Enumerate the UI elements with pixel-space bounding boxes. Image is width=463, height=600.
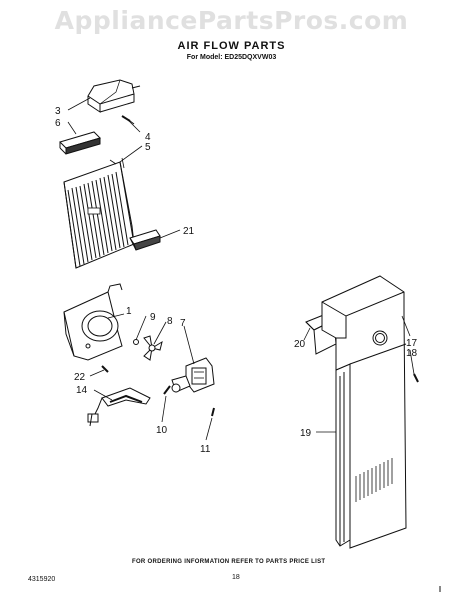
screw-part-18	[413, 373, 419, 383]
callout-10: 10	[156, 425, 168, 436]
wire-harness	[87, 387, 151, 427]
model-subtitle: For Model: ED25DQXVW03	[186, 54, 277, 61]
ordering-note: FOR ORDERING INFORMATION REFER TO PARTS …	[132, 559, 326, 565]
air-duct-housing	[87, 79, 141, 113]
screw-part-10	[163, 385, 171, 395]
fan-motor	[171, 357, 215, 393]
part-number: 4315920	[28, 576, 56, 583]
callout-4: 4	[145, 132, 151, 143]
screw-part-11	[211, 407, 215, 417]
callout-6: 6	[55, 118, 61, 129]
callout-9: 9	[150, 312, 156, 323]
callout-20: 20	[294, 339, 306, 350]
callout-3: 3	[55, 106, 61, 117]
page-title: AIR FLOW PARTS	[177, 40, 286, 52]
callout-17: 17	[406, 338, 418, 349]
callout-1: 1	[126, 306, 132, 317]
vent-grille	[59, 131, 101, 155]
fan-shroud	[63, 283, 123, 361]
callout-labels: 3 6 4 5 21 1 9 8 7 22 14 10 11 20 17 18 …	[55, 106, 418, 455]
callout-11: 11	[200, 444, 211, 455]
callout-21: 21	[183, 226, 195, 237]
callout-5: 5	[145, 142, 151, 153]
evaporator-cover	[321, 275, 407, 549]
screw-part-22	[101, 365, 109, 373]
callout-leaders	[67, 97, 415, 441]
callout-19: 19	[300, 428, 312, 439]
page-number: 18	[232, 574, 240, 581]
callout-14: 14	[76, 385, 88, 396]
damper-bracket	[129, 229, 161, 251]
fan-blade	[133, 335, 163, 361]
watermark: AppliancePartsPros.com	[54, 6, 409, 35]
callout-8: 8	[167, 316, 173, 327]
vertical-channel	[335, 363, 351, 547]
callout-7: 7	[180, 318, 186, 329]
callout-18: 18	[406, 348, 418, 359]
air-channel-panel	[63, 157, 135, 269]
callout-22: 22	[74, 372, 86, 383]
